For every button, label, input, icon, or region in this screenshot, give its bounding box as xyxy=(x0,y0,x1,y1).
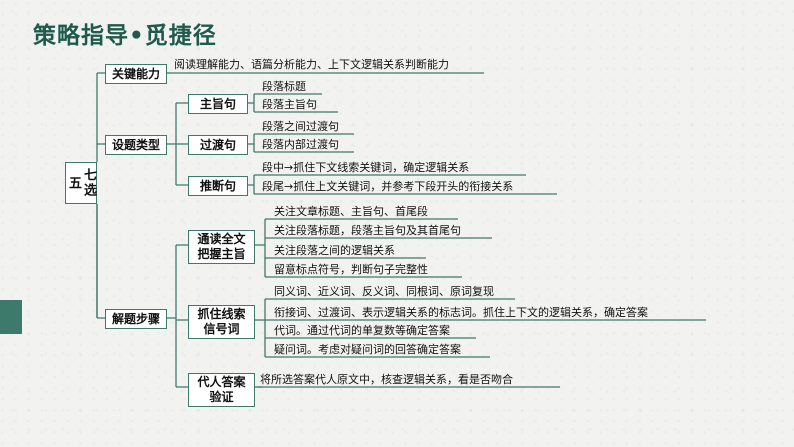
leaf-item: 留意标点符号，判断句子完整性 xyxy=(274,263,428,276)
leaf-item: 段落内部过渡句 xyxy=(262,138,339,151)
leaf-item: 代词。通过代词的单复数等确定答案 xyxy=(274,324,450,337)
side-stripe xyxy=(0,300,22,334)
leaf-item: 段尾→抓住上文关键词，并参考下段开头的衔接关系 xyxy=(262,180,514,193)
leaf-item: 将所选答案代人原文中，核查逻辑关系，看是否吻合 xyxy=(260,373,513,386)
leaf-item: 同义词、近义词、反义词、同根词、原词复现 xyxy=(274,285,494,298)
node-main-idea-sentence: 主旨句 xyxy=(188,94,248,114)
branch-key-ability-detail: 阅读理解能力、语篇分析能力、上下文逻辑关系判断能力 xyxy=(174,58,449,71)
node-signal-words: 抓住线索信号词 xyxy=(188,305,255,339)
node-read-through: 通读全文把握主旨 xyxy=(188,230,255,264)
branch-solving-steps: 解题步骤 xyxy=(105,309,167,329)
leaf-item: 疑问词。考虑对疑问词的回答确定答案 xyxy=(274,343,461,356)
node-inference-sentence: 推断句 xyxy=(188,176,248,196)
leaf-item: 段中→抓住下文线索关键词，确定逻辑关系 xyxy=(262,161,470,174)
node-verify-answer: 代人答案验证 xyxy=(188,373,255,407)
leaf-item: 衔接词、过渡词、表示逻辑关系的标志词。抓住上下文的逻辑关系，确定答案 xyxy=(274,306,648,319)
leaf-item: 关注段落之间的逻辑关系 xyxy=(274,244,395,257)
leaf-item: 段落之间过渡句 xyxy=(262,120,339,133)
leaf-item: 段落主旨句 xyxy=(262,98,317,111)
root-node: 七选五 xyxy=(65,162,97,204)
node-transition-sentence: 过渡句 xyxy=(188,135,248,155)
leaf-item: 关注段落标题，段落主旨句及其首尾句 xyxy=(274,224,461,237)
leaf-item: 段落标题 xyxy=(262,80,306,93)
branch-question-types: 设题类型 xyxy=(105,135,167,155)
leaf-item: 关注文章标题、主旨句、首尾段 xyxy=(274,205,428,218)
branch-key-ability: 关键能力 xyxy=(105,64,167,84)
page-title: 策略指导•觅捷径 xyxy=(33,23,217,49)
